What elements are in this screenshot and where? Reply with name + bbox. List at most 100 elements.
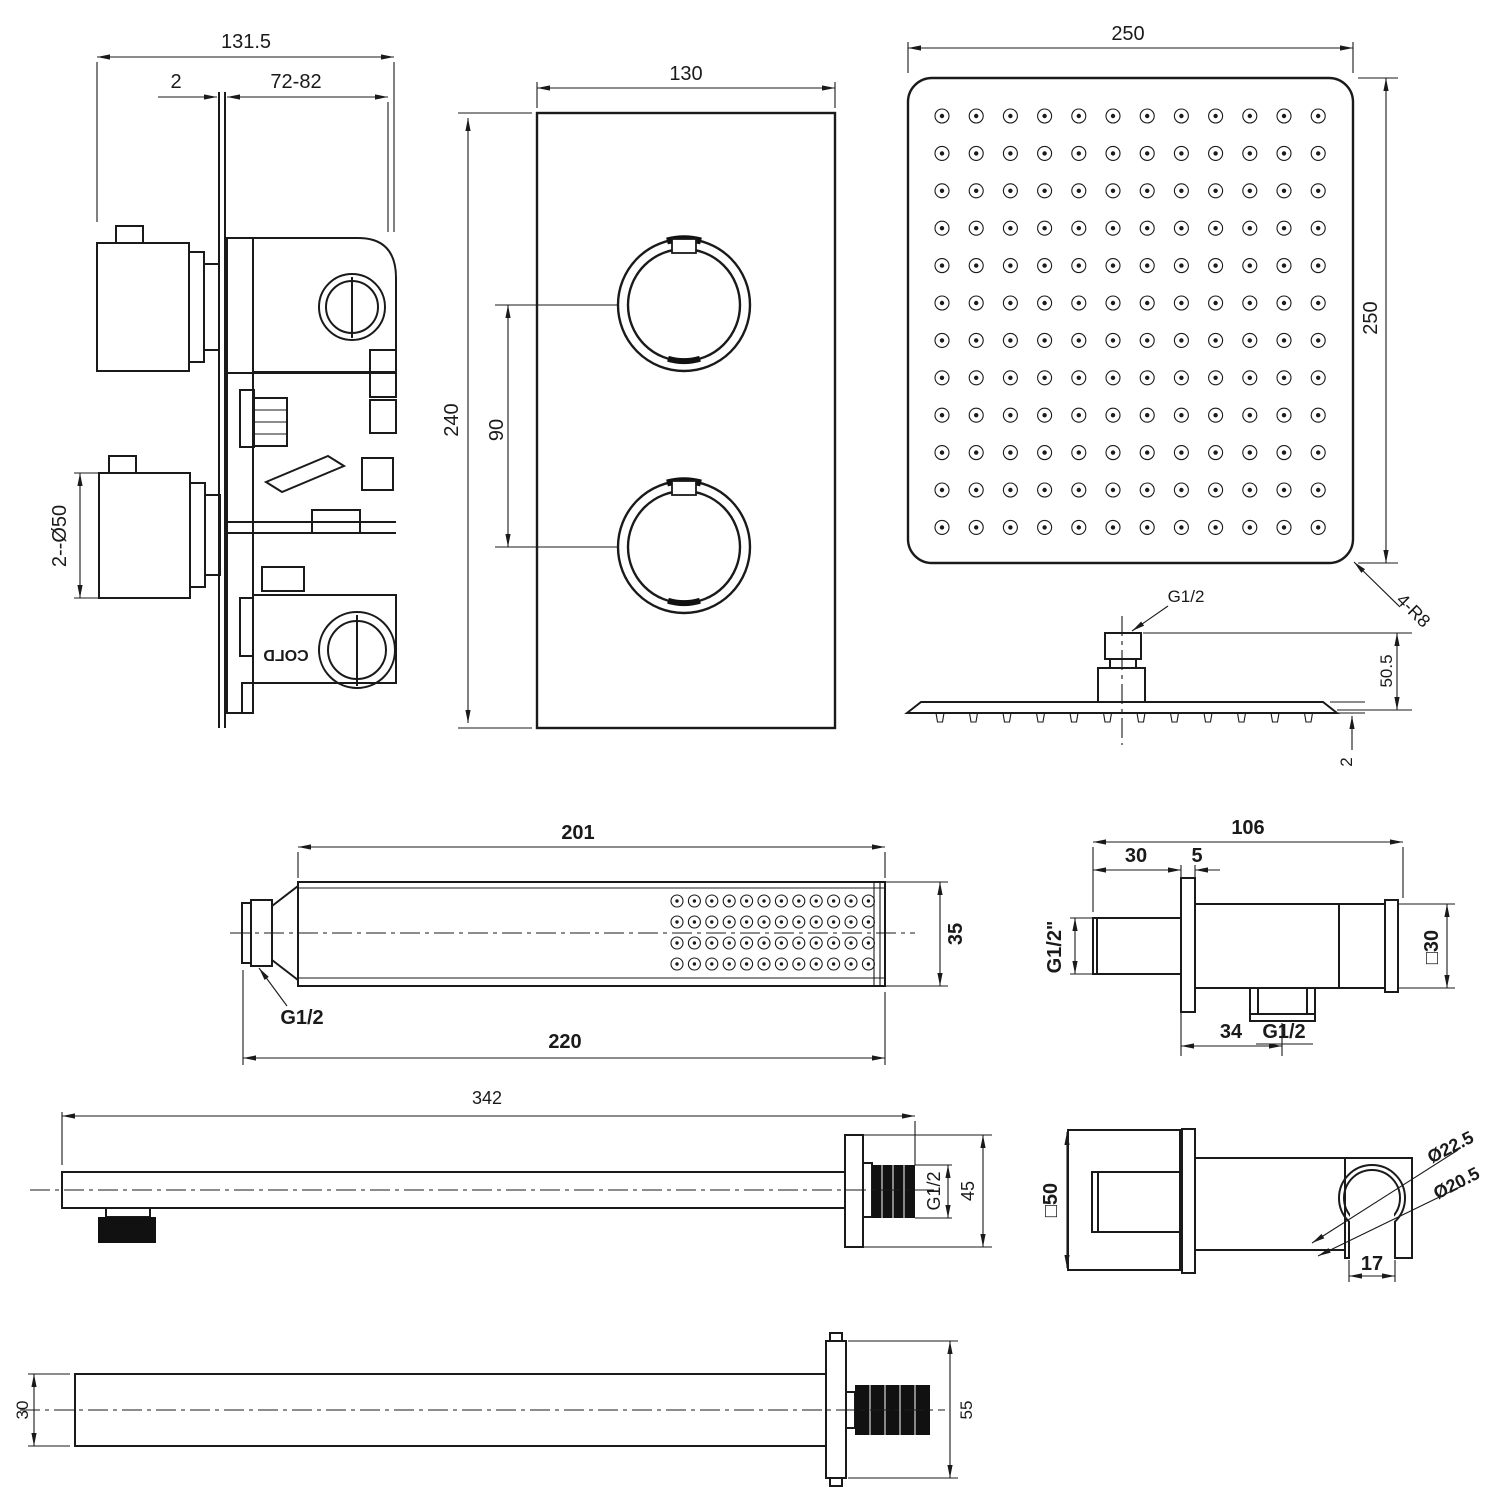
holder-ring-outer-label: Ø22.5 bbox=[1424, 1127, 1477, 1167]
cold-marking-label: COLD bbox=[263, 648, 308, 665]
holder-plate-square-label: □50 bbox=[1040, 1183, 1062, 1217]
valve-port-bottom bbox=[318, 611, 396, 689]
valve-port-top bbox=[318, 273, 386, 341]
elbow-body bbox=[1194, 903, 1340, 989]
dim-holder-ring-depth: 17 bbox=[1348, 1253, 1396, 1282]
holder-ring bbox=[1338, 1164, 1412, 1259]
shower-arm-top-view: 30 55 bbox=[13, 1332, 976, 1487]
arm2-flange-size-label: 55 bbox=[957, 1401, 976, 1420]
elbow-outlet bbox=[1249, 987, 1316, 1022]
dim-arm2-tube-width: 30 bbox=[13, 1373, 70, 1447]
shower-head-face bbox=[906, 76, 1355, 565]
head-width-label: 250 bbox=[1111, 23, 1144, 45]
valve-handles-dia-label: 2--Ø50 bbox=[49, 505, 71, 567]
wand-total-length-label: 220 bbox=[548, 1031, 581, 1053]
valve-overall-width-label: 131.5 bbox=[221, 31, 271, 53]
elbow-total-depth-label: 106 bbox=[1231, 817, 1264, 839]
dim-arm-length: 342 bbox=[61, 1088, 916, 1165]
elbow-inlet-thread bbox=[1092, 917, 1182, 975]
holder-thread-nub bbox=[1091, 1171, 1181, 1233]
dim-head-edge-thickness: 2 bbox=[1330, 701, 1365, 767]
outlet-elbow-view: 106 30 5 G1/2" bbox=[1044, 817, 1455, 1056]
handle-spacing-label: 90 bbox=[486, 419, 508, 441]
dim-arm-flange-size: 45 bbox=[863, 1134, 992, 1248]
holder-ring-depth-label: 17 bbox=[1361, 1253, 1383, 1275]
arm-flange bbox=[844, 1134, 864, 1248]
dim-plate-height: 240 bbox=[441, 112, 532, 729]
elbow-end-cap bbox=[1384, 899, 1399, 993]
plate-height-label: 240 bbox=[441, 403, 463, 436]
head-side-plate bbox=[904, 701, 1340, 714]
dim-wand-width: 35 bbox=[885, 881, 967, 987]
dim-wand-body-length: 201 bbox=[297, 822, 886, 878]
valve-mount-depth-label: 72-82 bbox=[270, 71, 321, 93]
arm2-tube-width-label: 30 bbox=[13, 1401, 32, 1420]
elbow-body-square-label: □30 bbox=[1421, 930, 1443, 964]
dim-valve-overall-width: 131.5 bbox=[96, 31, 395, 232]
wand-body-length-label: 201 bbox=[561, 822, 594, 844]
dim-valve-handles-dia: 2--Ø50 bbox=[49, 472, 99, 599]
dim-plate-width: 130 bbox=[536, 63, 836, 108]
holder-ring-inner-label: Ø20.5 bbox=[1430, 1163, 1483, 1203]
shower-head-side-view: G1/2 50.5 2 bbox=[904, 587, 1412, 767]
valve-handle-2 bbox=[98, 455, 221, 599]
trim-plate bbox=[535, 111, 837, 730]
valve-handle-1 bbox=[96, 225, 220, 372]
label-wand-inlet-thread: G1/2 bbox=[258, 967, 324, 1029]
valve-body: COLD bbox=[226, 237, 397, 714]
dim-head-corner-radius: 4-R8 bbox=[1353, 561, 1435, 632]
dim-head-width: 250 bbox=[907, 23, 1354, 73]
shower-head-nozzle-grid bbox=[934, 108, 1326, 535]
elbow-outlet-thread-label: G1/2 bbox=[1262, 1021, 1305, 1043]
wand-body bbox=[297, 881, 886, 987]
valve-diagonal-brace bbox=[263, 454, 347, 494]
arm-thread bbox=[872, 1165, 915, 1218]
dim-elbow-inlet-length: 30 5 bbox=[1093, 845, 1220, 878]
dim-elbow-total-depth: 106 bbox=[1092, 817, 1404, 912]
holder-wall-plate bbox=[1067, 1129, 1181, 1271]
head-depth-label: 250 bbox=[1360, 301, 1382, 334]
dim-wand-total-length: 220 bbox=[242, 970, 886, 1065]
trim-knob-bottom bbox=[616, 477, 752, 615]
dim-elbow-inlet-thread: G1/2" bbox=[1044, 917, 1093, 975]
head-connector-height-label: 50.5 bbox=[1377, 654, 1396, 687]
holder-flange bbox=[1181, 1128, 1196, 1274]
dim-valve-mount-depth: 72-82 bbox=[227, 71, 389, 232]
arm-flange-size-label: 45 bbox=[958, 1181, 978, 1201]
elbow-flange-thickness-label: 5 bbox=[1191, 845, 1202, 867]
head-side-nozzle-teeth bbox=[935, 712, 1314, 723]
elbow-flange bbox=[1180, 877, 1196, 1013]
dim-elbow-outlet-offset: 34 G1/2 bbox=[1180, 1012, 1313, 1056]
elbow-inlet-thread-label: G1/2" bbox=[1044, 921, 1066, 974]
dim-arm2-flange-size: 55 bbox=[848, 1340, 976, 1479]
shower-arm-side-view: 342 G1/2 45 bbox=[30, 1088, 992, 1248]
head-edge-thickness-label: 2 bbox=[1337, 757, 1356, 766]
label-head-inlet-thread: G1/2 bbox=[1131, 587, 1205, 632]
valve-plate-thickness-label: 2 bbox=[170, 71, 181, 93]
dim-valve-plate-thickness: 2 bbox=[158, 71, 217, 100]
dim-head-depth: 250 bbox=[1358, 77, 1398, 564]
dim-holder-plate-square: □50 bbox=[1040, 1132, 1070, 1268]
handset-holder-view: □50 Ø22.5 Ø20.5 17 bbox=[1040, 1127, 1483, 1282]
valve-front-view: 130 240 90 bbox=[441, 63, 837, 730]
elbow-outlet-offset-label: 34 bbox=[1220, 1021, 1243, 1043]
head-inlet-thread-label: G1/2 bbox=[1168, 587, 1205, 606]
dim-arm-thread: G1/2 bbox=[915, 1164, 952, 1219]
wand-inlet-connector bbox=[241, 885, 299, 981]
wand-nozzle-grid bbox=[670, 894, 875, 971]
dim-holder-ring-dias: Ø22.5 Ø20.5 bbox=[1311, 1127, 1483, 1257]
head-corner-radius-label: 4-R8 bbox=[1393, 590, 1435, 632]
trim-knob-top bbox=[616, 235, 752, 373]
wand-inlet-thread-label: G1/2 bbox=[280, 1007, 323, 1029]
dim-elbow-body-square: □30 bbox=[1398, 903, 1455, 989]
elbow-body-end bbox=[1338, 903, 1386, 989]
hand-shower-view: 201 35 G1/2 220 bbox=[230, 822, 967, 1065]
shower-head-top-view: 250 250 4-R8 bbox=[906, 23, 1435, 632]
arm-outlet-nub bbox=[98, 1207, 156, 1243]
elbow-inlet-length-label: 30 bbox=[1125, 845, 1147, 867]
arm-length-label: 342 bbox=[472, 1088, 502, 1108]
plate-width-label: 130 bbox=[669, 63, 702, 85]
valve-side-view: 131.5 2 72-82 bbox=[49, 31, 397, 728]
